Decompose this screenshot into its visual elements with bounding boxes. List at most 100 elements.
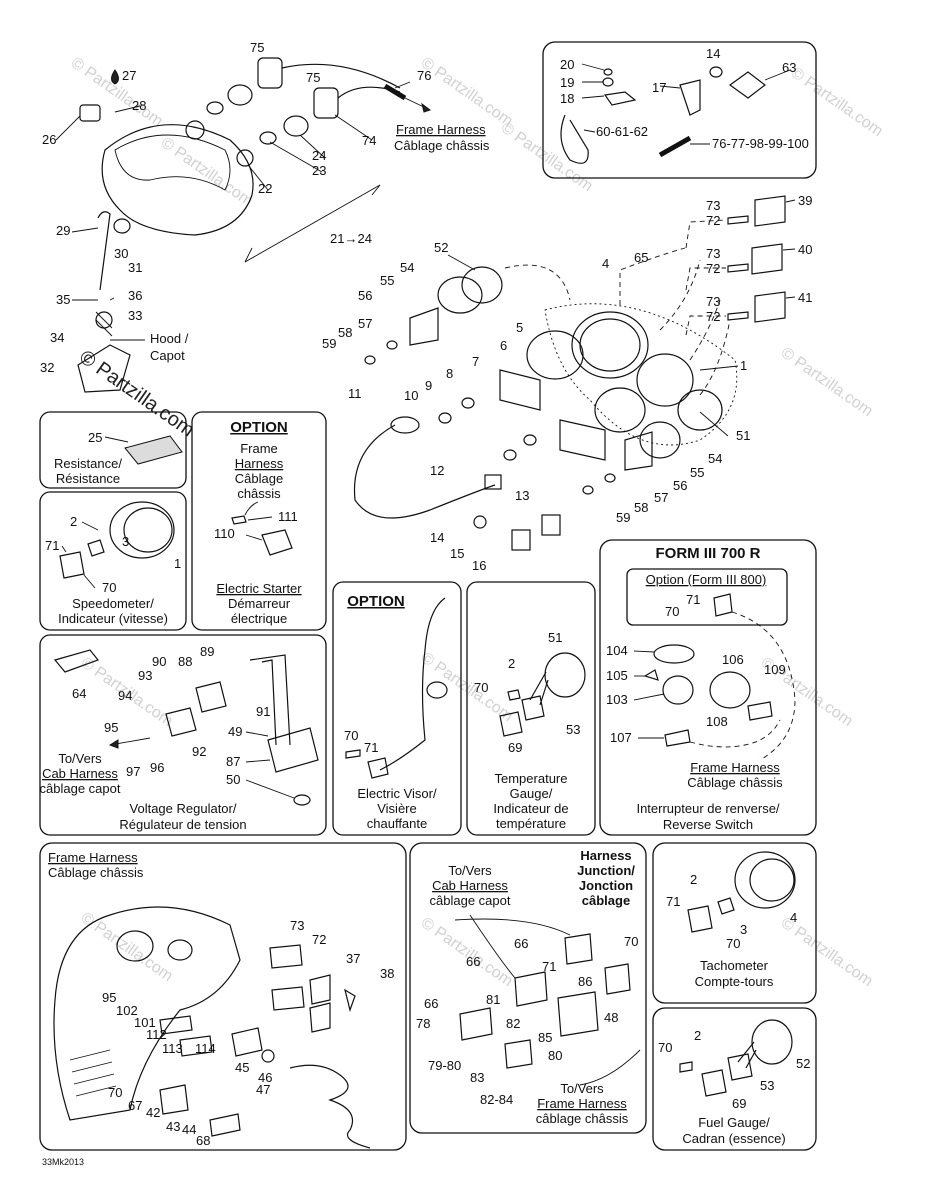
part-label: 71 [364,740,378,755]
part-label: 66 [514,936,528,951]
switch-37 [309,974,331,1005]
connector-row [179,1035,213,1057]
gauge-holder [624,431,653,471]
bolt-14 [709,66,723,78]
callout: 51 [736,428,750,443]
gauge-opening [167,939,193,961]
caption: Visière [377,801,417,816]
switch-block [269,944,303,969]
lamp-wires [281,63,401,99]
panel-border [39,411,187,489]
watermark: © Partzilla.com [778,914,876,990]
part-label: 83 [470,1070,484,1085]
caption: Resistance/ [54,456,122,471]
to-label: Cab Harness [432,878,508,893]
headlight-housing [101,124,254,236]
option-label: Option (Form III 800) [646,572,767,587]
gauge-face [123,507,173,553]
part-label: 86 [578,974,592,989]
callout: 75 [306,70,320,85]
gauge-bracket [499,369,541,411]
coil-cord-47 [289,1064,371,1149]
pin [727,263,749,273]
gauge-ring [639,421,681,459]
pin [87,539,105,557]
clamp-part [603,91,637,106]
connector-53 [727,1053,753,1081]
to-label: Frame Harness [537,1096,627,1111]
connector-69 [499,711,523,737]
connector-81 [514,971,548,1007]
part-label: 102 [116,1003,138,1018]
hood-rod [97,211,111,291]
callout: 13 [515,488,529,503]
part-label: 37 [346,951,360,966]
caption: Electric Visor/ [357,786,437,801]
part-label: 101 [134,1015,156,1030]
connector-53 [521,695,545,721]
caption: Régulateur de tension [119,817,246,832]
part-label: 47 [256,1082,270,1097]
part-label: 60-61-62 [596,124,648,139]
connector-71 [564,933,593,965]
bulb-holder [283,115,309,137]
caption: Reverse Switch [663,817,753,832]
key-switch [159,1084,189,1115]
harness-label: châssis [237,486,281,501]
caption: Tachometer [700,958,769,973]
leader-line [104,436,129,443]
connector-41 [754,291,786,323]
part-label: 94 [118,688,132,703]
tachometer-gauge [734,851,796,909]
callout: 7 [472,354,479,369]
clip-part [79,104,101,122]
washer [386,340,398,350]
part-label: 76-77-98-99-100 [712,136,809,151]
harness-label: Câblage [235,471,283,486]
switch-block [271,986,305,1011]
part-label: 14 [706,46,720,61]
part-label: 38 [380,966,394,981]
frame-harness-label: Frame Harness [396,122,486,137]
caption: Speedometer/ [72,596,154,611]
harness-label: Harness [235,456,284,471]
gauge-face [749,858,795,902]
harness-junction-panel: Harness Junction/ Jonction câblage To/Ve… [409,842,647,1134]
connector-69 [701,1069,727,1097]
caption: Résistance [56,471,120,486]
harness-sleeve [383,83,407,101]
callout: 74 [362,133,376,148]
callout: 1 [740,358,747,373]
part-label: 69 [508,740,522,755]
part-label: 52 [796,1056,810,1071]
console-body [53,906,241,1121]
part-label: 63 [782,60,796,75]
callout: 65 [634,250,648,265]
switch-37b [309,1002,331,1033]
bulb-socket [185,120,205,140]
clamp [541,514,561,536]
panel-border [466,581,596,836]
pin [231,515,247,525]
callout: 6 [500,338,507,353]
leader-lines [782,199,796,299]
part-label: 53 [760,1078,774,1093]
callout: 56 [673,478,687,493]
washer [461,397,475,409]
part-label: 73 [706,198,720,213]
part-label: 111 [278,509,298,524]
connector-stack: 73 72 39 73 72 40 73 72 41 [685,193,812,336]
part-label: 2 [70,514,77,529]
harness-label: Frame [240,441,278,456]
part-label: 45 [235,1060,249,1075]
capot-label: Capot [150,348,185,363]
rubber-mount [77,344,131,393]
nut [602,77,614,87]
watermark: © Partzilla.com [78,909,176,985]
hardware-panel: 20 19 18 14 17 63 60-61-62 76-77-98-99-1… [542,41,817,179]
part-label: 82-84 [480,1092,513,1107]
connector-83 [504,1039,533,1069]
clamp [511,529,531,551]
part-label: 93 [138,668,152,683]
part-label: 71 [542,959,556,974]
